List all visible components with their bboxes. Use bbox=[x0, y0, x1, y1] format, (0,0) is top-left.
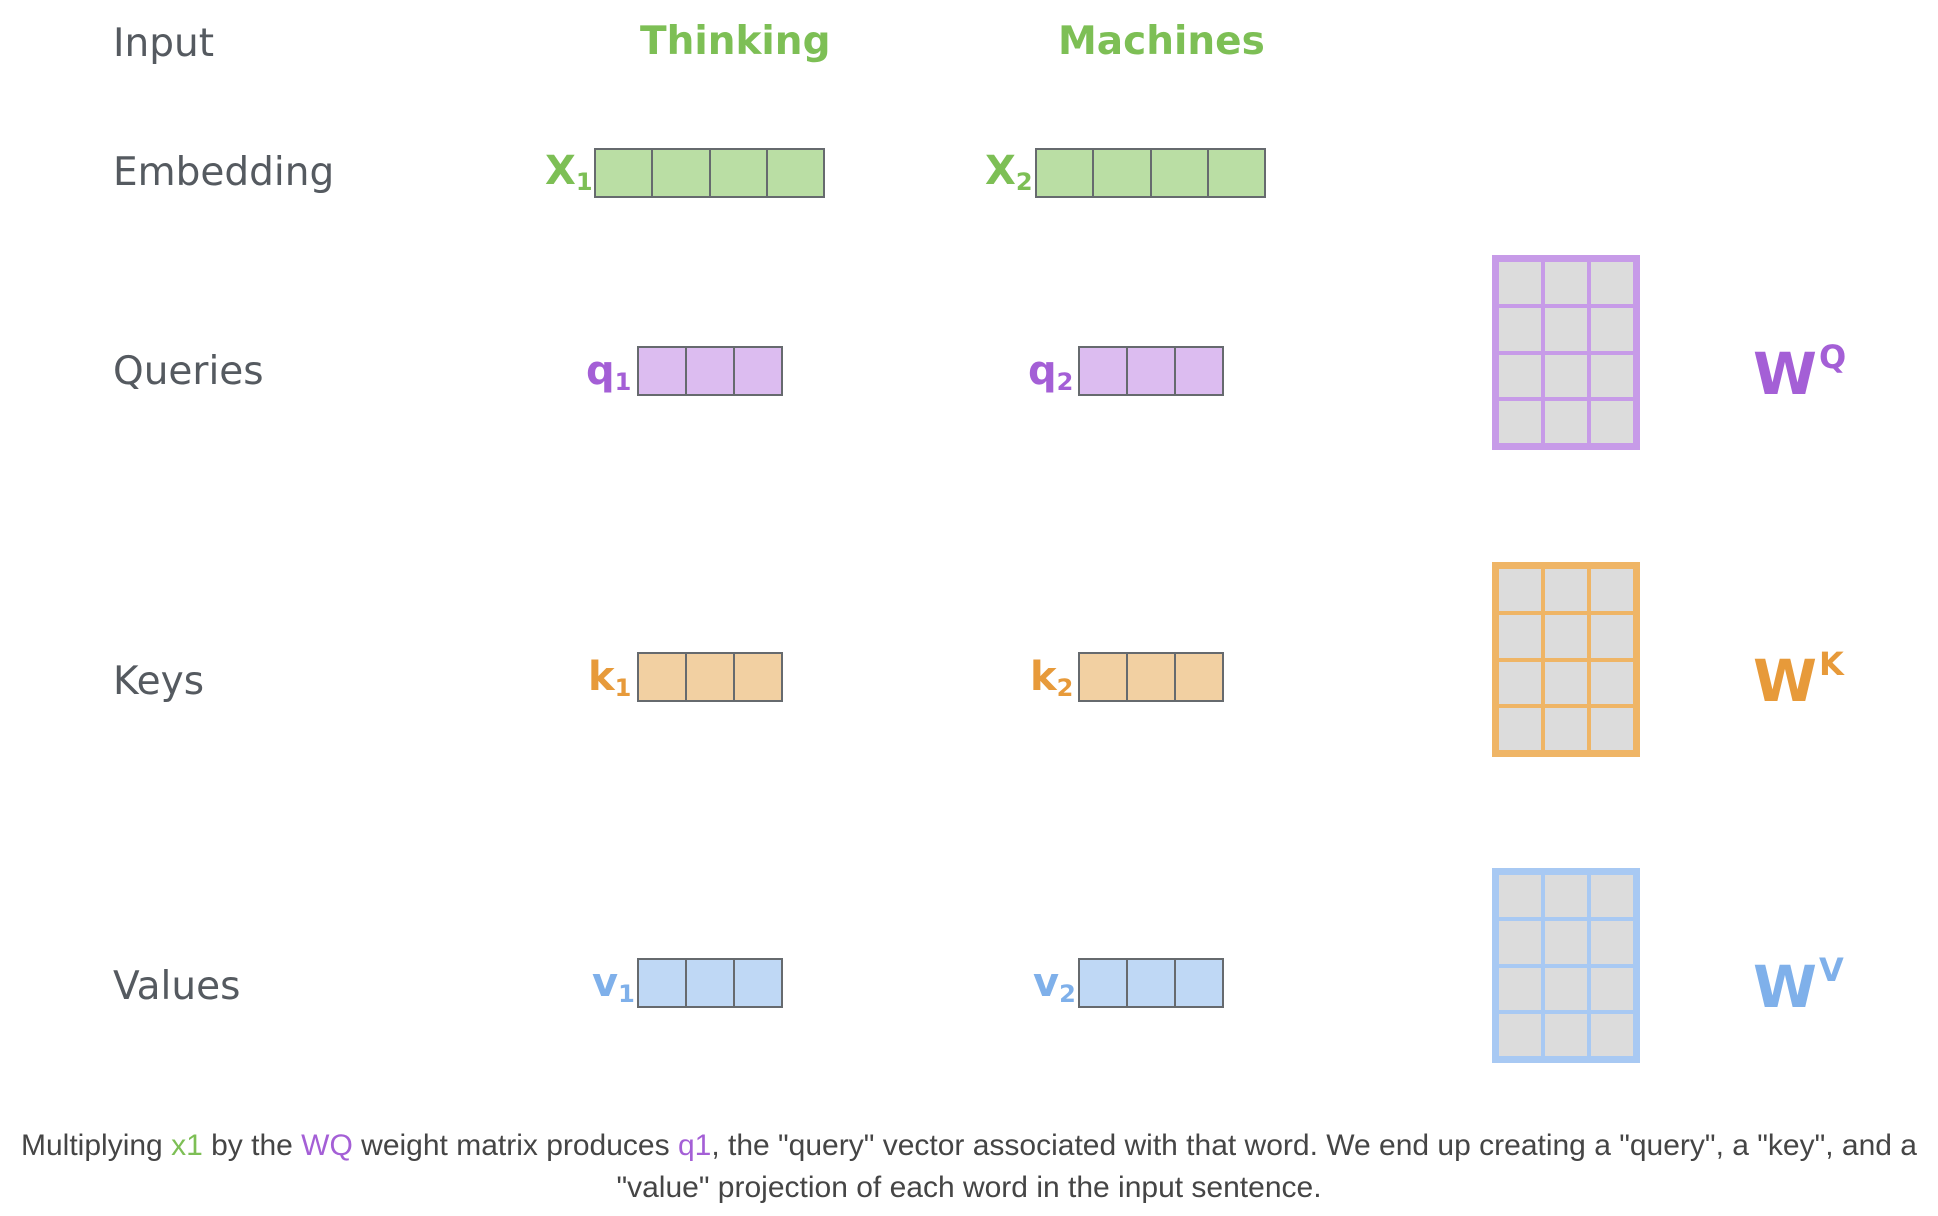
matrix-cell bbox=[1588, 658, 1636, 707]
q2-label: q2 bbox=[1028, 348, 1074, 396]
row-label-values: Values bbox=[113, 964, 241, 1009]
v2-vector bbox=[1078, 958, 1224, 1008]
k1-vector bbox=[637, 652, 783, 702]
wq-label: WQ bbox=[1753, 338, 1847, 408]
vector-cell bbox=[1080, 348, 1128, 394]
caption-text: weight matrix produces bbox=[352, 1129, 678, 1162]
matrix-cell bbox=[1542, 305, 1590, 354]
vector-cell bbox=[639, 654, 687, 700]
word-machines: Machines bbox=[1058, 19, 1265, 64]
x2-vector bbox=[1035, 148, 1266, 198]
vector-cell bbox=[639, 348, 687, 394]
matrix-cell bbox=[1542, 566, 1590, 615]
matrix-cell bbox=[1588, 1010, 1636, 1059]
k2-vector bbox=[1078, 652, 1224, 702]
matrix-cell bbox=[1588, 872, 1636, 921]
matrix-cell bbox=[1588, 566, 1636, 615]
vector-cell bbox=[1209, 150, 1264, 196]
vector-cell bbox=[687, 348, 735, 394]
vector-cell bbox=[735, 348, 781, 394]
vector-cell bbox=[1037, 150, 1095, 196]
vector-cell bbox=[1176, 654, 1222, 700]
caption-wq: WQ bbox=[301, 1129, 353, 1162]
matrix-cell bbox=[1542, 351, 1590, 400]
vector-cell bbox=[1080, 654, 1128, 700]
vector-cell bbox=[1128, 960, 1176, 1006]
caption-text: , the "query" vector associated with tha… bbox=[616, 1129, 1917, 1204]
k1-label: k1 bbox=[588, 654, 632, 702]
q2-vector bbox=[1078, 346, 1224, 396]
matrix-cell bbox=[1588, 397, 1636, 446]
matrix-cell bbox=[1588, 259, 1636, 308]
v2-label: v2 bbox=[1033, 960, 1076, 1008]
vector-cell bbox=[1128, 348, 1176, 394]
matrix-cell bbox=[1496, 305, 1544, 354]
vector-cell bbox=[596, 150, 654, 196]
matrix-cell bbox=[1496, 612, 1544, 661]
matrix-cell bbox=[1588, 305, 1636, 354]
caption-text: by the bbox=[202, 1129, 302, 1162]
vector-cell bbox=[639, 960, 687, 1006]
matrix-cell bbox=[1496, 351, 1544, 400]
figure-caption: Multiplying x1 by the WQ weight matrix p… bbox=[20, 1125, 1918, 1209]
matrix-cell bbox=[1588, 704, 1636, 753]
matrix-cell bbox=[1542, 964, 1590, 1013]
x2-label: X2 bbox=[985, 148, 1033, 196]
vector-cell bbox=[1152, 150, 1209, 196]
row-label-queries: Queries bbox=[113, 349, 264, 394]
caption-text: Multiplying bbox=[21, 1129, 172, 1162]
v1-vector bbox=[637, 958, 783, 1008]
matrix-cell bbox=[1496, 566, 1544, 615]
x1-vector bbox=[594, 148, 825, 198]
wk-label: WK bbox=[1753, 645, 1844, 715]
matrix-cell bbox=[1588, 612, 1636, 661]
vector-cell bbox=[711, 150, 768, 196]
wv-matrix bbox=[1492, 868, 1640, 1063]
matrix-cell bbox=[1496, 397, 1544, 446]
vector-cell bbox=[687, 654, 735, 700]
vector-cell bbox=[1128, 654, 1176, 700]
matrix-cell bbox=[1542, 1010, 1590, 1059]
matrix-cell bbox=[1542, 918, 1590, 967]
matrix-cell bbox=[1496, 658, 1544, 707]
caption-x1: x1 bbox=[171, 1129, 203, 1162]
vector-cell bbox=[1176, 348, 1222, 394]
row-label-keys: Keys bbox=[113, 659, 205, 704]
wv-label: WV bbox=[1753, 951, 1844, 1021]
matrix-cell bbox=[1542, 259, 1590, 308]
vector-cell bbox=[653, 150, 711, 196]
q1-vector bbox=[637, 346, 783, 396]
matrix-cell bbox=[1542, 872, 1590, 921]
matrix-cell bbox=[1588, 351, 1636, 400]
wq-matrix bbox=[1492, 255, 1640, 450]
matrix-cell bbox=[1496, 872, 1544, 921]
vector-cell bbox=[735, 654, 781, 700]
row-label-embedding: Embedding bbox=[113, 150, 335, 195]
vector-cell bbox=[768, 150, 823, 196]
vector-cell bbox=[1176, 960, 1222, 1006]
q1-label: q1 bbox=[586, 348, 632, 396]
k2-label: k2 bbox=[1030, 654, 1074, 702]
matrix-cell bbox=[1496, 704, 1544, 753]
x1-label: X1 bbox=[545, 148, 593, 196]
matrix-cell bbox=[1542, 658, 1590, 707]
caption-q1: q1 bbox=[677, 1129, 712, 1162]
row-label-input: Input bbox=[113, 21, 214, 66]
matrix-cell bbox=[1542, 704, 1590, 753]
matrix-cell bbox=[1496, 918, 1544, 967]
matrix-cell bbox=[1542, 612, 1590, 661]
vector-cell bbox=[735, 960, 781, 1006]
matrix-cell bbox=[1588, 964, 1636, 1013]
v1-label: v1 bbox=[592, 960, 635, 1008]
matrix-cell bbox=[1496, 1010, 1544, 1059]
vector-cell bbox=[1094, 150, 1152, 196]
wk-matrix bbox=[1492, 562, 1640, 757]
word-thinking: Thinking bbox=[640, 19, 831, 64]
vector-cell bbox=[687, 960, 735, 1006]
matrix-cell bbox=[1496, 259, 1544, 308]
vector-cell bbox=[1080, 960, 1128, 1006]
matrix-cell bbox=[1542, 397, 1590, 446]
matrix-cell bbox=[1588, 918, 1636, 967]
matrix-cell bbox=[1496, 964, 1544, 1013]
